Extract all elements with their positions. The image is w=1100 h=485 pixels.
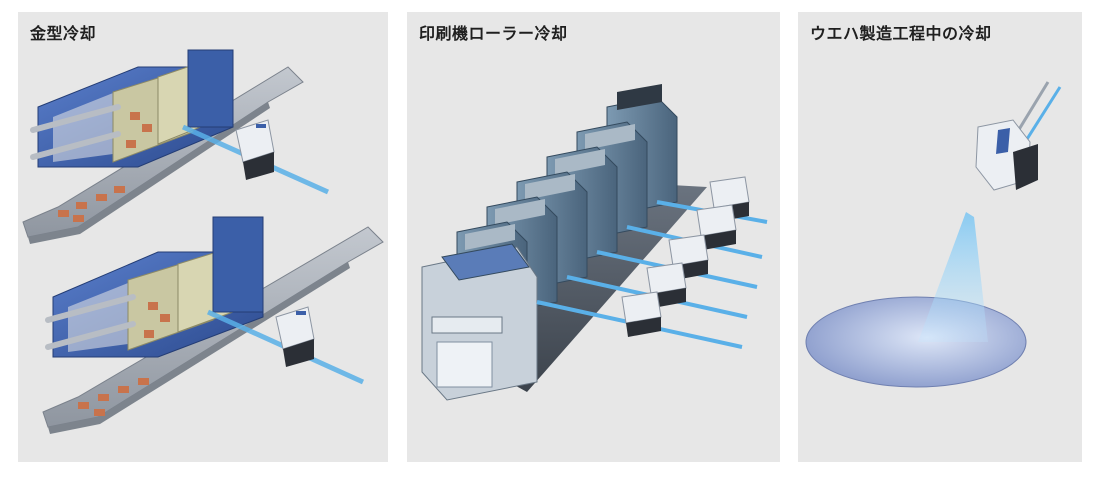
printing-roller-illustration [421,84,768,401]
injection-mold-icon [22,49,304,244]
panel-wafer-cooling: ウエハ製造工程中の冷却 [798,12,1082,462]
panel-title: 金型冷却 [30,24,97,43]
air-nozzle-icon [975,119,1038,191]
panel-mold-cooling: 金型冷却 [18,12,388,462]
air-nozzle-icon [646,262,687,308]
wafer-icon [805,296,1027,388]
air-nozzle-icon [235,119,275,180]
injection-mold-icon [42,216,384,434]
air-nozzle-icon [621,291,662,337]
panel-title: 印刷機ローラー冷却 [419,24,568,43]
air-nozzle-icon [275,306,315,367]
air-spray [918,212,988,342]
printing-press-icon [421,84,707,401]
mold-cooling-illustration [22,49,384,434]
air-nozzle-icon [696,204,737,250]
panel-title: ウエハ製造工程中の冷却 [810,24,992,43]
panel-printing-roller-cooling: 印刷機ローラー冷却 [407,12,780,462]
wafer-cooling-illustration [805,81,1062,388]
